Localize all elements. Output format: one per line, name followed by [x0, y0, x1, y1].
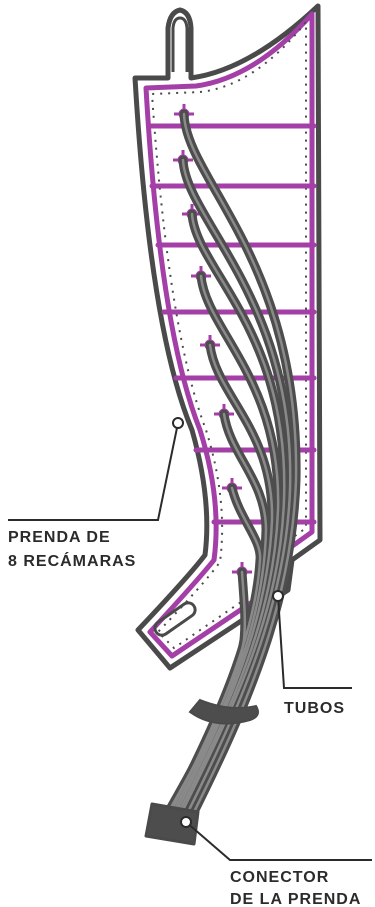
connector-label-line2: DE LA PRENDA [230, 891, 361, 907]
callout-garment: PRENDA DE 8 RECÁMARAS [8, 417, 184, 570]
callout-tubes: TUBOS [272, 590, 352, 717]
connector-label-line1: CONECTOR [230, 869, 329, 886]
callout-connector: CONECTOR DE LA PRENDA [180, 816, 372, 907]
hanger-loop [171, 16, 189, 72]
garment-connector [144, 802, 200, 846]
toe-pocket [153, 601, 197, 637]
garment-label-line2: 8 RECÁMARAS [8, 551, 136, 570]
garment-label-line1: PRENDA DE [8, 529, 111, 546]
garment-inner-border [143, 11, 315, 659]
tubes-label: TUBOS [284, 700, 345, 717]
tube-strap [188, 698, 259, 725]
